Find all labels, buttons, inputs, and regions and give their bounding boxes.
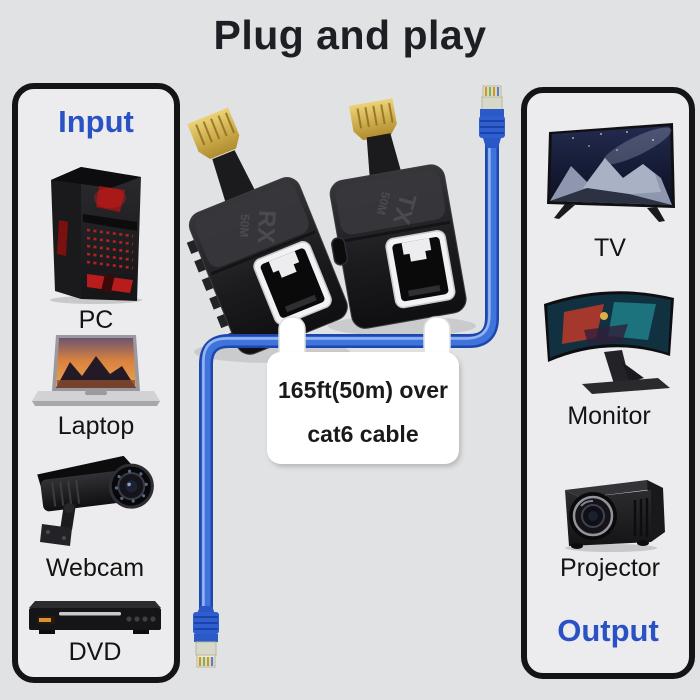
cat6-cable [199, 135, 499, 617]
output-item-tv: TV [543, 120, 677, 261]
device-label-monitor: Monitor [567, 402, 651, 430]
receiver-distance-text: 50M [237, 214, 252, 238]
transmitter-distance-text: 50M [374, 190, 394, 216]
input-panel: Input [12, 83, 180, 683]
transmitter-marking: TX 50M [374, 190, 422, 228]
rj45-port-receiver [253, 241, 332, 326]
input-item-dvd: DVD [25, 598, 165, 665]
curved-monitor-icon [544, 291, 674, 394]
device-label-laptop: Laptop [57, 412, 135, 440]
input-item-laptop: Laptop [30, 334, 162, 439]
receiver-shadow [194, 341, 350, 363]
input-heading: Input [58, 104, 134, 139]
transmitter-shadow [328, 316, 476, 336]
hdmi-extender-transmitter: TX 50M [329, 98, 467, 329]
device-label-dvd: DVD [68, 638, 122, 666]
pc-tower-icon [50, 167, 142, 304]
micro-usb-port [331, 237, 349, 266]
heatsink-fins [186, 239, 238, 347]
cable-tag: 165ft(50m) over cat6 cable [267, 316, 459, 464]
hdmi-plug [348, 98, 397, 141]
output-item-monitor: Monitor [538, 280, 680, 429]
hdmi-plug [187, 107, 240, 159]
device-label-projector: Projector [559, 554, 661, 582]
tag-hook-left [278, 316, 306, 364]
device-label-pc: PC [78, 306, 114, 334]
device-label-tv: TV [594, 234, 626, 262]
dvd-player-icon [29, 601, 161, 634]
tag-line2: cat6 cable [307, 421, 418, 447]
projector-icon [565, 480, 665, 552]
output-item-projector: Projector [551, 468, 669, 581]
rj45-port-transmitter [385, 229, 456, 309]
tv-icon [547, 123, 675, 222]
laptop-icon [32, 335, 160, 406]
rj45-connector-bottom [193, 606, 219, 668]
tag-card [267, 352, 459, 464]
output-heading: Output [557, 613, 659, 648]
rj45-connector-top [479, 85, 505, 148]
tag-line1: 165ft(50m) over [278, 377, 448, 403]
device-label-webcam: Webcam [45, 554, 145, 582]
tag-hook-right [423, 316, 451, 364]
security-camera-icon [37, 455, 154, 546]
input-item-pc: PC [35, 162, 157, 333]
output-panel: TV Monitor [521, 87, 695, 679]
page-title: Plug and play [213, 12, 487, 58]
input-item-webcam: Webcam [32, 448, 158, 581]
receiver-marking-text: RX [252, 209, 281, 244]
transmitter-marking-text: TX [387, 191, 421, 228]
receiver-marking: RX 50M [237, 209, 281, 244]
